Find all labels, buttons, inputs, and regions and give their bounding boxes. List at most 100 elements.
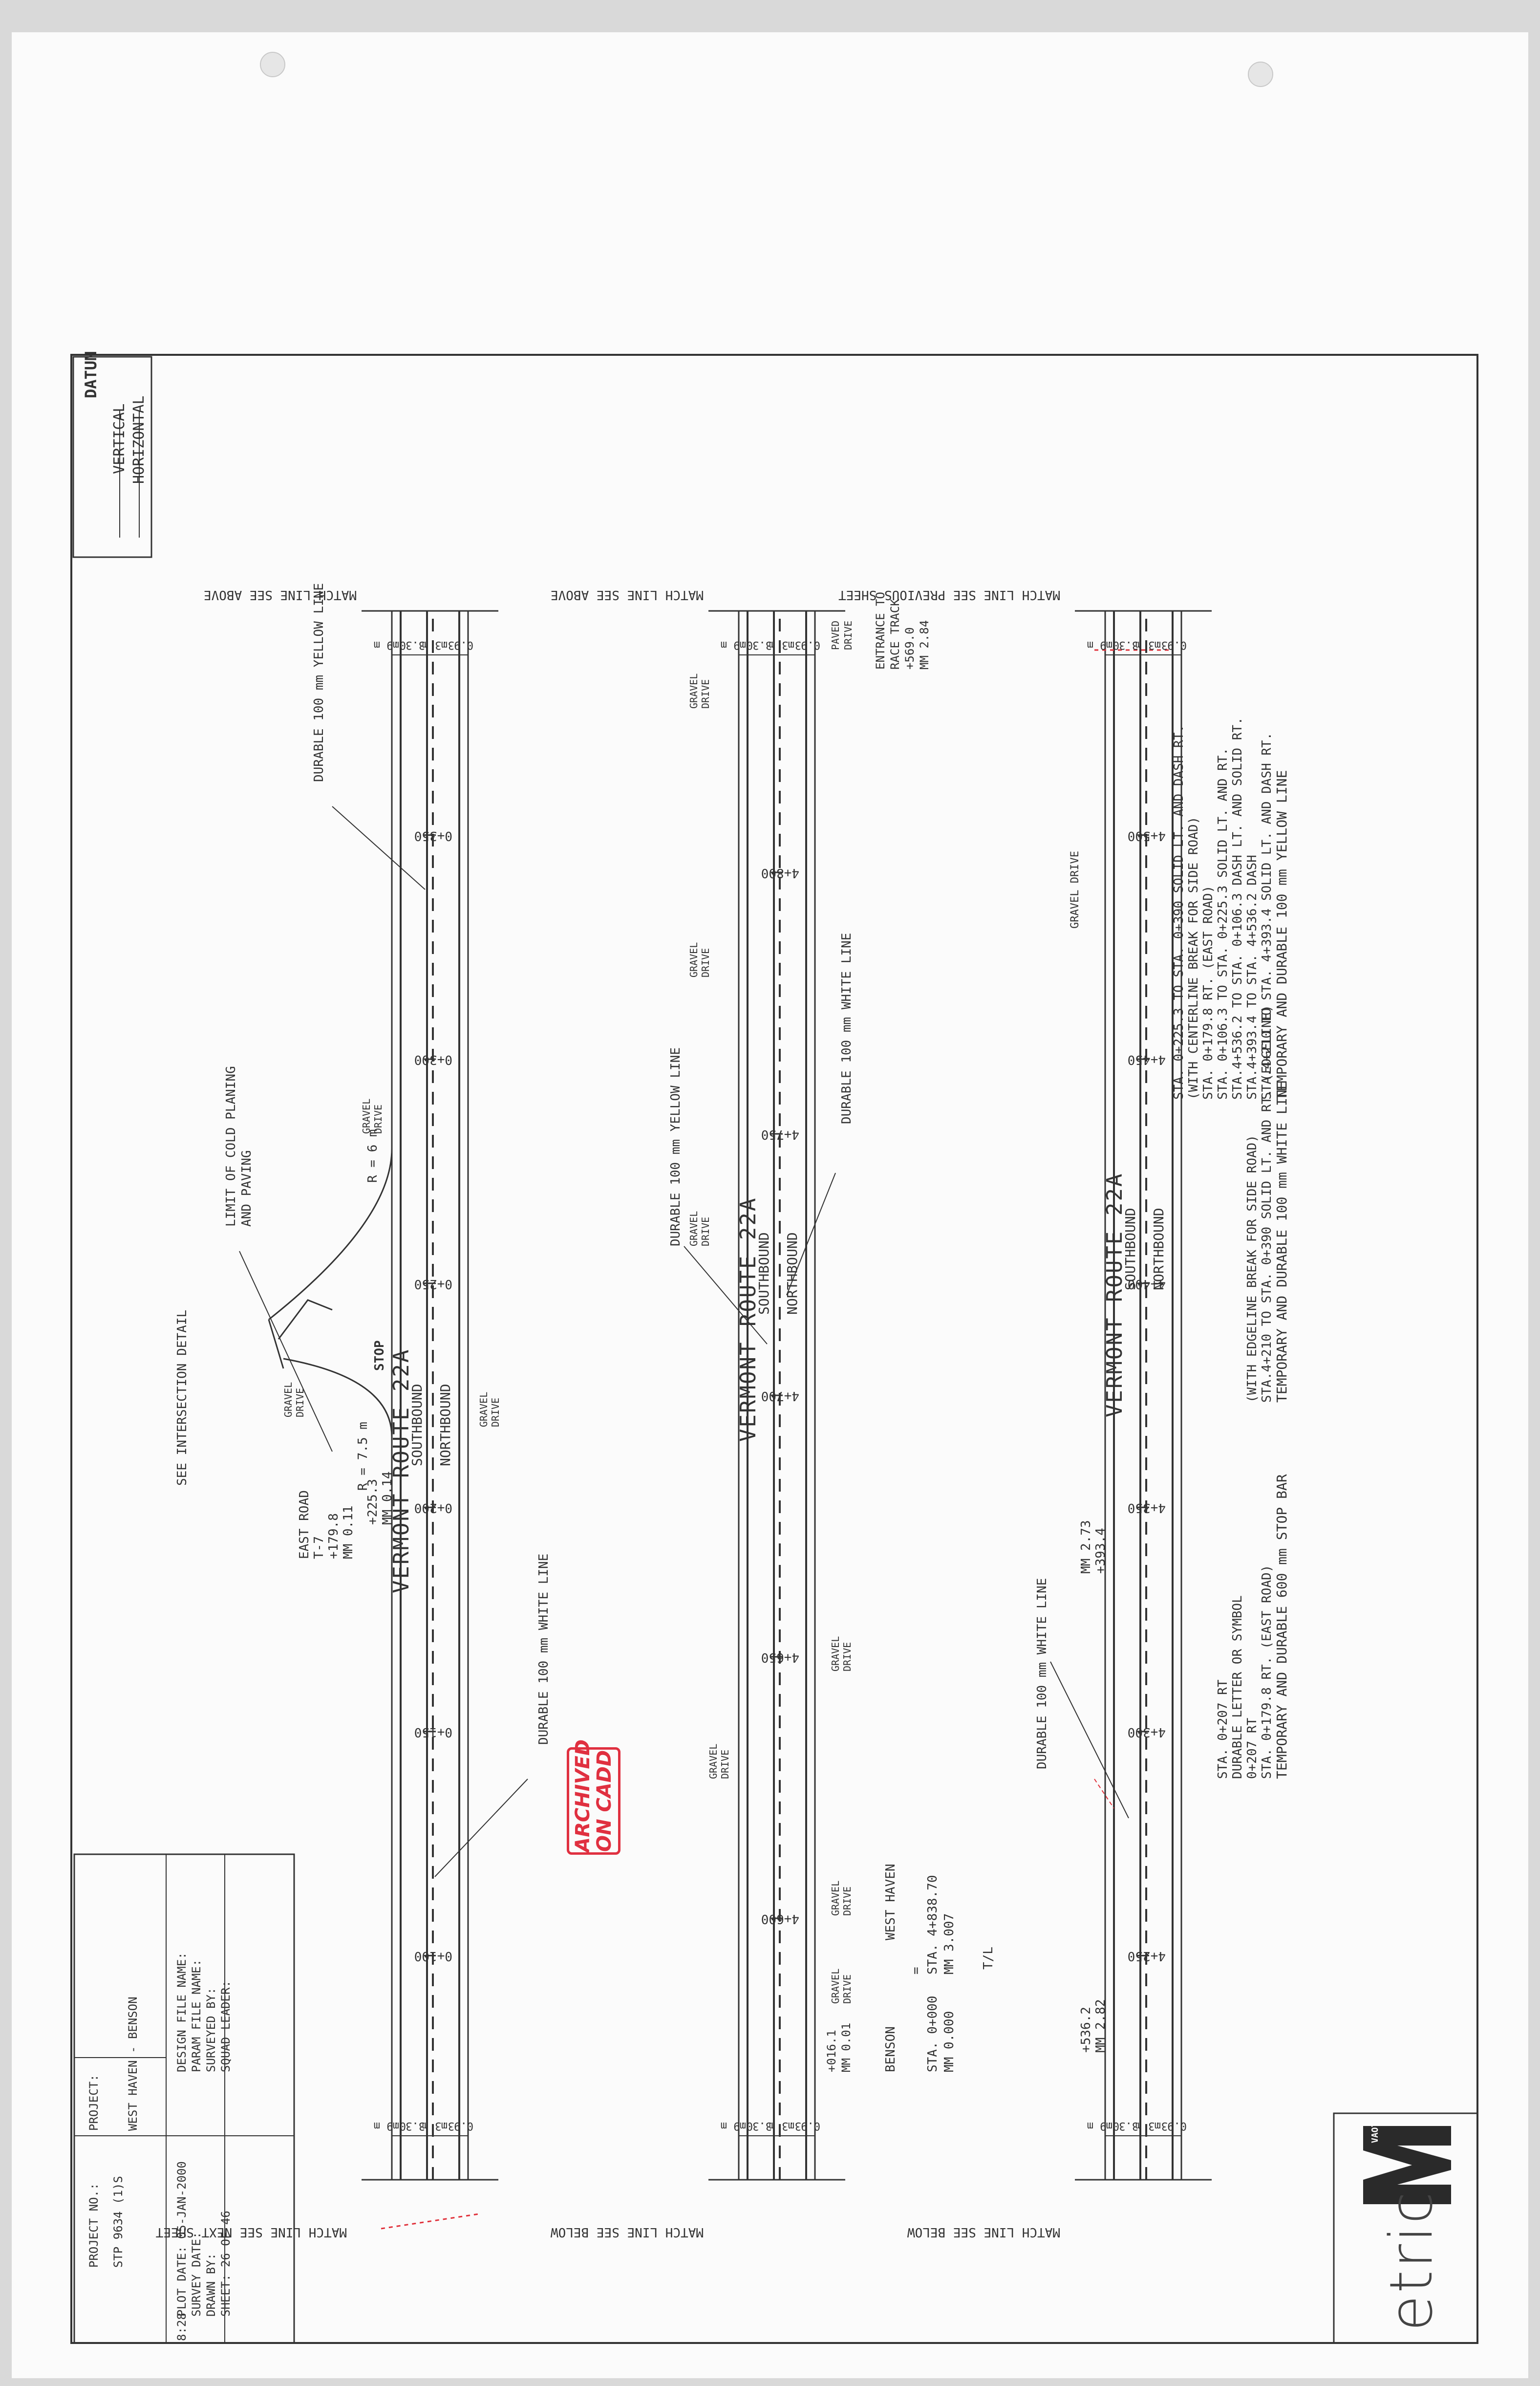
leader-line xyxy=(1050,1661,1129,1819)
durable-white-label: DURABLE 100 mm WHITE LINE xyxy=(536,1553,551,1745)
gravel-drive-label: DRIVE xyxy=(700,948,711,977)
datum-box xyxy=(72,356,152,558)
gravel-drive-label: DRIVE xyxy=(700,679,711,709)
radius-label: R = 6 m xyxy=(365,1129,380,1183)
direction-northbound: NORTHBOUND xyxy=(437,1384,453,1466)
datum-title: DATUM xyxy=(82,351,100,398)
east-road-label: EAST ROAD xyxy=(297,1490,312,1559)
match-line-label: MATCH LINE SEE BELOW xyxy=(550,2225,704,2239)
town-line-label: T/L xyxy=(981,1947,996,1970)
station-label: 0+100 xyxy=(414,1949,452,1964)
note-white-line: STA.4+210 TO STA. 0+390 SOLID LT. AND RT… xyxy=(1260,1005,1274,1403)
station-mark: +393.4 xyxy=(1093,1528,1108,1574)
note-stop-title: TEMPORARY AND DURABLE 600 mm STOP BAR xyxy=(1274,1474,1290,1779)
entrance-label: MM 2.84 xyxy=(918,620,931,670)
note-yellow-line: (WITH CENTERLINE BREAK FOR SIDE ROAD) xyxy=(1186,816,1201,1100)
note-yellow-line: STA.4+393.4 TO STA. 4+536.2 DASH xyxy=(1245,855,1260,1100)
note-yellow-line: STA.4+536.2 TO STA. 0+106.3 DASH LT. AND… xyxy=(1230,717,1245,1100)
punch-hole-left xyxy=(260,52,285,77)
town-line-station: = xyxy=(909,1967,923,1974)
gravel-drive-label: GRAVEL xyxy=(688,942,700,977)
station-label: 4+600 xyxy=(761,1911,799,1926)
lane-width-label: 3.3 m xyxy=(392,2120,425,2132)
drawing-area: STOP DATUM VERTICAL HORIZONTAL TEMPORARY… xyxy=(68,351,1480,2346)
lane-width-label: 0.9 m xyxy=(441,639,473,651)
note-yellow-line: STA. 0+225.3 TO STA. 0+390 SOLID LT. AND… xyxy=(1172,724,1186,1100)
gravel-drive-label: DRIVE xyxy=(841,1886,853,1916)
lane-width-label: 0.9 m xyxy=(788,639,820,651)
town-line-station: STA. 4+838.70 xyxy=(925,1875,940,1975)
station-mark: +536.2 xyxy=(1079,2007,1093,2053)
leader-line xyxy=(434,1779,528,1877)
direction-southbound: SOUTHBOUND xyxy=(1122,1208,1138,1290)
station-label: 4+250 xyxy=(1127,1949,1166,1964)
mile-marker: MM 2.82 xyxy=(1093,1999,1108,2053)
leader-line xyxy=(332,806,426,890)
tb-project-value: WEST HAVEN - BENSON xyxy=(126,1996,140,2131)
entrance-label: +569.0 xyxy=(903,627,917,670)
mile-marker: +016.1 xyxy=(825,2030,838,2072)
station-label: 4+700 xyxy=(761,1388,799,1403)
red-mark xyxy=(1094,1779,1114,1809)
mile-marker: MM 0.01 xyxy=(839,2022,853,2072)
logo-box xyxy=(1333,2112,1478,2344)
direction-southbound: SOUTHBOUND xyxy=(756,1232,772,1315)
station-label: 4+500 xyxy=(1127,828,1166,843)
lane-width-label: 0.9 m xyxy=(1154,2120,1187,2132)
tb-plot-time: 8:28 xyxy=(175,2313,189,2341)
town-line-equation: MM 0.000 xyxy=(942,2011,957,2072)
lane-width-label: 3.3 m xyxy=(1106,2120,1138,2132)
note-stop-red: 0+207 RT xyxy=(1245,1717,1260,1779)
station-mark: +225.3 xyxy=(365,1479,380,1525)
station-label: 0+200 xyxy=(414,1500,452,1516)
lane-width-label: 0.9 m xyxy=(788,2120,820,2132)
paved-drive-label: PAVED xyxy=(830,620,841,650)
note-stop-red: STA. 0+207 RT xyxy=(1216,1679,1230,1779)
tb-project-no-label: PROJECT NO.: xyxy=(87,2183,101,2268)
east-road-edge xyxy=(283,1358,393,1437)
town-west-haven: WEST HAVEN xyxy=(883,1864,898,1940)
east-road-centerline xyxy=(278,1299,333,1340)
match-line-label: MATCH LINE SEE PREVIOUS SHEET xyxy=(838,587,1060,602)
lane-width-label: 3.3 m xyxy=(739,2120,772,2132)
gravel-drive-label: DRIVE xyxy=(719,1749,731,1779)
east-road-end xyxy=(268,1319,284,1369)
tb-surveyed-by: SURVEYED BY: xyxy=(204,1987,218,2072)
durable-white-label: DURABLE 100 mm WHITE LINE xyxy=(1035,1578,1049,1769)
station-label: 4+800 xyxy=(761,866,799,880)
gravel-drive-label: GRAVEL xyxy=(830,1636,841,1671)
entrance-label: RACE TRACK xyxy=(888,599,902,670)
rotated-plan: STOP DATUM VERTICAL HORIZONTAL TEMPORARY… xyxy=(68,351,1480,2346)
lane-width-label: 3.3 m xyxy=(1106,639,1138,651)
tb-squad-leader: SQUAD LEADER: xyxy=(219,1980,233,2072)
gravel-drive-label: DRIVE xyxy=(841,1974,853,2004)
durable-yellow-label: DURABLE 100 mm YELLOW LINE xyxy=(668,1047,683,1246)
direction-southbound: SOUTHBOUND xyxy=(409,1384,425,1466)
gravel-drive-label: GRAVEL xyxy=(707,1743,719,1779)
logo-badge: VAOT xyxy=(1370,2122,1380,2143)
leader-line xyxy=(786,1172,836,1296)
stamp-line-2: ON CADD xyxy=(593,1750,616,1852)
lane-width-label: 0.9 m xyxy=(1154,639,1187,651)
station-label: 4+750 xyxy=(761,1127,799,1142)
east-road-label: T-7 xyxy=(312,1536,326,1559)
gravel-drive-label: GRAVEL xyxy=(688,673,700,709)
tb-drawn-by: DRAWN BY: xyxy=(204,2253,218,2317)
note-white-title: TEMPORARY AND DURABLE 100 mm WHITE LINE xyxy=(1274,1081,1290,1403)
tb-param-file: PARAM FILE NAME: xyxy=(190,1959,203,2072)
title-block xyxy=(73,1853,295,2344)
durable-white-label: DURABLE 100 mm WHITE LINE xyxy=(839,933,854,1124)
stop-legend: STOP xyxy=(372,1340,387,1371)
station-label: 4+650 xyxy=(761,1650,799,1665)
station-label: 0+150 xyxy=(414,1724,452,1739)
durable-yellow-label: DURABLE 100 mm YELLOW LINE xyxy=(312,583,326,782)
gravel-drive-label: DRIVE xyxy=(700,1216,711,1246)
tb-survey-date: SURVEY DATE: xyxy=(190,2232,203,2317)
match-line-label: MATCH LINE SEE ABOVE xyxy=(203,587,357,602)
note-stop-red: DURABLE LETTER OR SYMBOL xyxy=(1230,1595,1245,1779)
entrance-label: ENTRANCE TO xyxy=(874,592,887,670)
gravel-drive-label: GRAVEL DRIVE xyxy=(1069,851,1081,929)
direction-northbound: NORTHBOUND xyxy=(1151,1208,1167,1290)
gravel-drive-label: DRIVE xyxy=(490,1397,501,1427)
drawing-border xyxy=(70,354,1478,2344)
